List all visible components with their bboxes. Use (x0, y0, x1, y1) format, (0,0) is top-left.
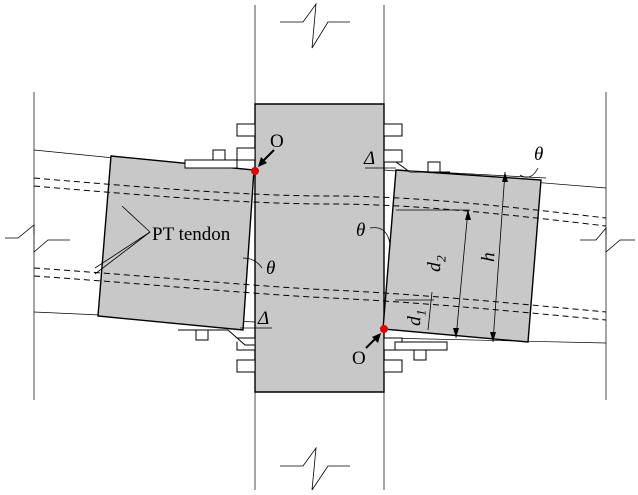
d1-main: d (404, 315, 425, 326)
pt-tendon-lines (33, 177, 607, 321)
d2-sub: 2 (433, 255, 448, 263)
d1-sub: 1 (413, 309, 428, 316)
theta-label-mid-right: θ (356, 220, 365, 241)
pivot-point-bottom (380, 325, 388, 333)
delta-label-right: Δ (363, 148, 375, 169)
pivot-arrows (258, 149, 381, 349)
d2-main: d (424, 261, 445, 272)
d1-label: d 1 (404, 309, 429, 326)
tendon-leaders (94, 205, 151, 275)
delta-label-left: Δ (257, 308, 269, 329)
theta-label-left: θ (266, 258, 275, 279)
pivot-label-top: O (270, 131, 284, 152)
theta-label-top-right: θ (534, 144, 543, 165)
right-beam-block (382, 169, 542, 343)
pivot-label-bottom: O (352, 348, 366, 369)
connection-plates (178, 123, 450, 373)
right-beam-dimensions (395, 169, 547, 343)
column-block (254, 103, 385, 393)
h-label: h (478, 252, 499, 262)
pivot-point-top (251, 167, 259, 175)
tendon-label: PT tendon (152, 224, 231, 245)
rotation-markers (240, 167, 539, 329)
d2-label: d 2 (424, 255, 449, 272)
